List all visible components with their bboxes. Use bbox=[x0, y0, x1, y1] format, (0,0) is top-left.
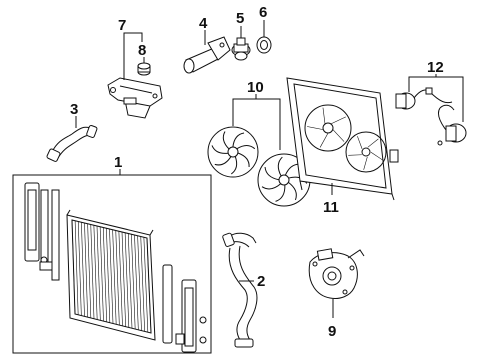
callout-3: 3 bbox=[70, 101, 78, 118]
thermostat-gasket bbox=[256, 20, 272, 54]
callout-4: 4 bbox=[199, 15, 208, 32]
lower-radiator-hose bbox=[222, 232, 258, 348]
thermostat bbox=[231, 26, 251, 61]
callout-12-bracket bbox=[408, 76, 464, 122]
callout-6: 6 bbox=[259, 4, 267, 21]
callout-1: 1 bbox=[114, 154, 122, 171]
fan-motor-lower bbox=[437, 104, 467, 146]
upper-radiator-hose bbox=[46, 116, 98, 162]
coolant-reservoir bbox=[107, 77, 163, 119]
callout-7: 7 bbox=[118, 17, 126, 34]
fan-shroud bbox=[286, 77, 399, 201]
reservoir-cap bbox=[137, 62, 151, 76]
callout-10: 10 bbox=[247, 79, 264, 96]
thermostat-housing bbox=[183, 30, 231, 74]
fan-motor-upper bbox=[395, 87, 453, 110]
water-pump bbox=[308, 248, 365, 318]
callout-12: 12 bbox=[427, 59, 444, 76]
radiator-core bbox=[66, 209, 156, 341]
callout-2: 2 bbox=[257, 273, 265, 290]
radiator-left-tank bbox=[24, 182, 60, 281]
radiator-assembly bbox=[12, 169, 212, 354]
radiator-assembly-frame bbox=[12, 174, 212, 354]
callout-5: 5 bbox=[236, 10, 244, 27]
callout-8: 8 bbox=[138, 42, 146, 59]
cooling-fan-left bbox=[207, 126, 259, 178]
radiator-right-tank bbox=[162, 264, 207, 353]
callout-11: 11 bbox=[323, 199, 339, 216]
callout-9: 9 bbox=[328, 323, 336, 340]
